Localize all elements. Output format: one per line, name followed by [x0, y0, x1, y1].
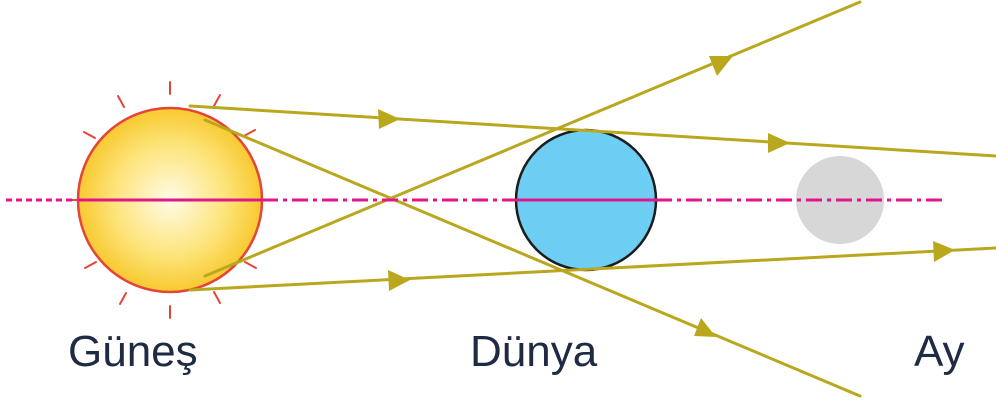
- arrow-lower-outer-1: [388, 270, 410, 291]
- ray-lower-outer: [188, 246, 996, 292]
- arrow-lower-outer-2: [933, 241, 955, 262]
- arrow-cross-up: [709, 56, 733, 76]
- earth-label: Dünya: [470, 327, 598, 376]
- arrow-upper-outer-1: [378, 109, 400, 129]
- sun-label: Güneş: [68, 327, 198, 376]
- ray-cross-down: [203, 118, 862, 398]
- light-rays: [188, 0, 996, 398]
- ray-upper-outer: [188, 104, 996, 158]
- ray-cross-up: [203, 0, 862, 278]
- arrow-cross-down: [694, 318, 716, 337]
- moon-label: Ay: [914, 327, 965, 376]
- arrow-upper-outer-2: [768, 133, 790, 153]
- ray-arrows: [378, 56, 955, 337]
